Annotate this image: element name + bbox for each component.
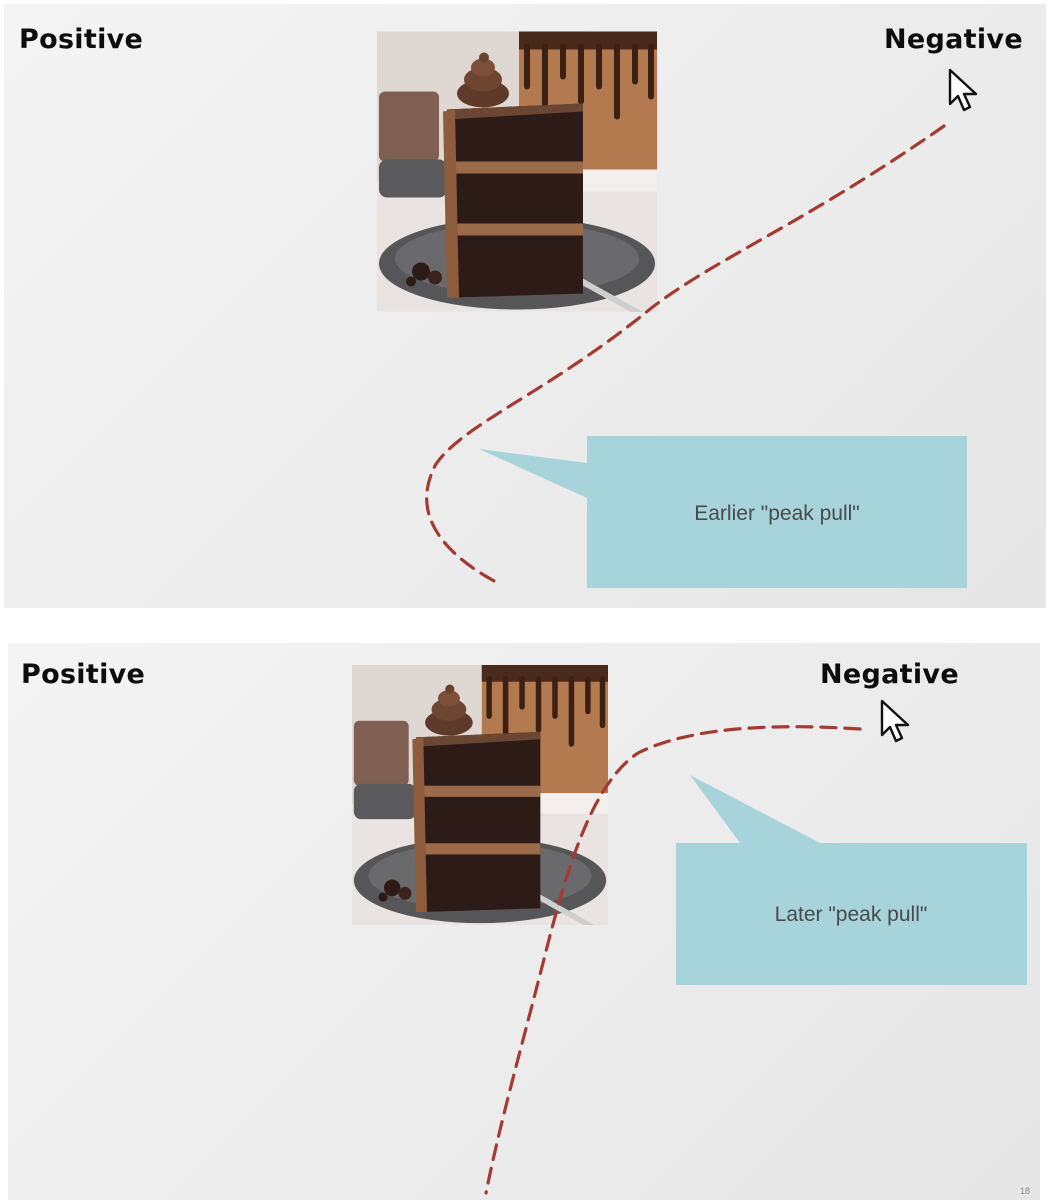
positive-label: Positive [19, 24, 144, 55]
negative-label: Negative [820, 659, 959, 690]
cake-image [377, 31, 657, 312]
negative-label: Negative [884, 24, 1023, 55]
page-number: 18 [1019, 1186, 1030, 1196]
mouse-trajectory-curve [484, 725, 862, 1195]
callout-bubble: Later "peak pull" [676, 775, 1027, 985]
callout-bubble: Earlier "peak pull" [479, 436, 967, 588]
slide-earlier-peak-pull: Positive Negative [4, 4, 1046, 608]
diagram-canvas: Earlier "peak pull" [377, 31, 978, 588]
mouse-cursor-icon [948, 68, 978, 112]
mouse-cursor-icon [880, 699, 910, 743]
callout-text: Later "peak pull" [775, 903, 928, 926]
slide-later-peak-pull: Positive Negative [8, 643, 1040, 1200]
cake-image [352, 665, 608, 925]
diagram-canvas: Later "peak pull" [352, 665, 1027, 1195]
positive-label: Positive [21, 659, 146, 690]
callout-text: Earlier "peak pull" [694, 502, 860, 525]
